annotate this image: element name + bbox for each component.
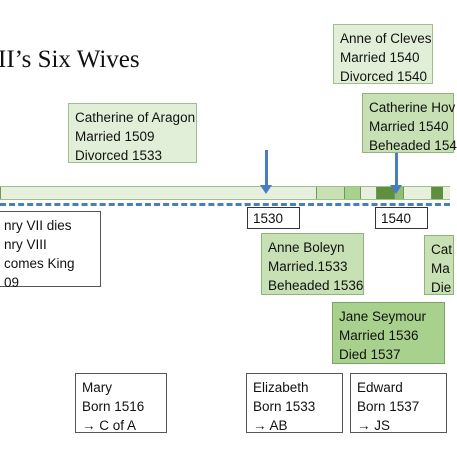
timeline-segment-gap xyxy=(360,187,376,199)
child-box-mary: Mary Born 1516 → C of A xyxy=(75,373,167,433)
timeline-segment-parr xyxy=(431,187,443,199)
wife-end: Died 1537 xyxy=(339,347,401,362)
diagram-title: II’s Six Wives xyxy=(0,46,140,73)
year-marker-1530: 1530 xyxy=(247,207,300,229)
child-born: Born 1516 xyxy=(82,399,145,414)
event-line: comes King xyxy=(4,256,75,271)
event-line: nry VIII xyxy=(4,237,47,252)
timeline-segment-cleves xyxy=(376,187,394,199)
event-box-henry-becomes-king: nry VII dies nry VIII comes King 09 xyxy=(0,211,101,290)
child-name: Elizabeth xyxy=(253,380,309,395)
arrow-1533-shaft xyxy=(265,150,268,186)
wife-married: Married 1540 xyxy=(369,119,449,134)
wife-box-catherine-parr: Cat Ma Die xyxy=(424,235,454,295)
wife-box-anne-of-cleves: Anne of Cleves Married 1540 Divorced 154… xyxy=(333,24,433,84)
wife-box-jane-seymour: Jane Seymour Married 1536 Died 1537 xyxy=(332,302,445,364)
wife-end: Die xyxy=(431,280,452,295)
wife-married: Married 1509 xyxy=(75,129,155,144)
wife-box-catherine-of-aragon: Catherine of Aragon Married 1509 Divorce… xyxy=(68,103,197,163)
child-mother: → AB xyxy=(253,418,288,433)
wife-name: Jane Seymour xyxy=(339,309,427,324)
wife-married: Ma xyxy=(431,261,450,276)
child-mother: → C of A xyxy=(82,418,137,433)
child-born: Born 1537 xyxy=(357,399,420,414)
event-line: nry VII dies xyxy=(4,218,72,233)
wife-married: Married 1540 xyxy=(340,50,420,65)
wife-name: Cat xyxy=(431,242,453,257)
year-marker-1540: 1540 xyxy=(375,207,428,229)
timeline-bar xyxy=(0,186,450,200)
wife-box-catherine-howard: Catherine Hov Married 1540 Beheaded 154 xyxy=(362,93,457,153)
timeline-dashed-line xyxy=(0,203,450,206)
child-name: Mary xyxy=(82,380,112,395)
wife-end: Divorced 1533 xyxy=(75,148,163,163)
child-box-edward: Edward Born 1537 → JS xyxy=(350,373,447,433)
arrow-1533-head xyxy=(260,185,272,194)
wife-name: Anne Boleyn xyxy=(268,240,345,255)
timeline-segment-parr-gap xyxy=(403,187,431,199)
timeline-segment-seymour xyxy=(344,187,360,199)
wife-name: Anne of Cleves xyxy=(340,31,432,46)
timeline-segment-boleyn xyxy=(316,187,344,199)
child-name: Edward xyxy=(357,380,403,395)
child-born: Born 1533 xyxy=(253,399,316,414)
wife-name: Catherine Hov xyxy=(369,100,456,115)
wife-end: Beheaded 1536 xyxy=(268,278,364,293)
wife-married: Married.1533 xyxy=(268,259,348,274)
wife-end: Divorced 1540 xyxy=(340,69,428,84)
child-mother: → JS xyxy=(357,418,391,433)
wife-name: Catherine of Aragon xyxy=(75,110,196,125)
wife-end: Beheaded 154 xyxy=(369,138,457,153)
child-box-elizabeth: Elizabeth Born 1533 → AB xyxy=(246,373,343,433)
arrow-1540-shaft xyxy=(395,153,398,186)
wife-box-anne-boleyn: Anne Boleyn Married.1533 Beheaded 1536 xyxy=(261,233,364,295)
event-line: 09 xyxy=(4,275,20,290)
wife-married: Married 1536 xyxy=(339,328,419,343)
timeline-segment-aragon xyxy=(0,187,316,199)
arrow-1540-head xyxy=(390,185,402,194)
